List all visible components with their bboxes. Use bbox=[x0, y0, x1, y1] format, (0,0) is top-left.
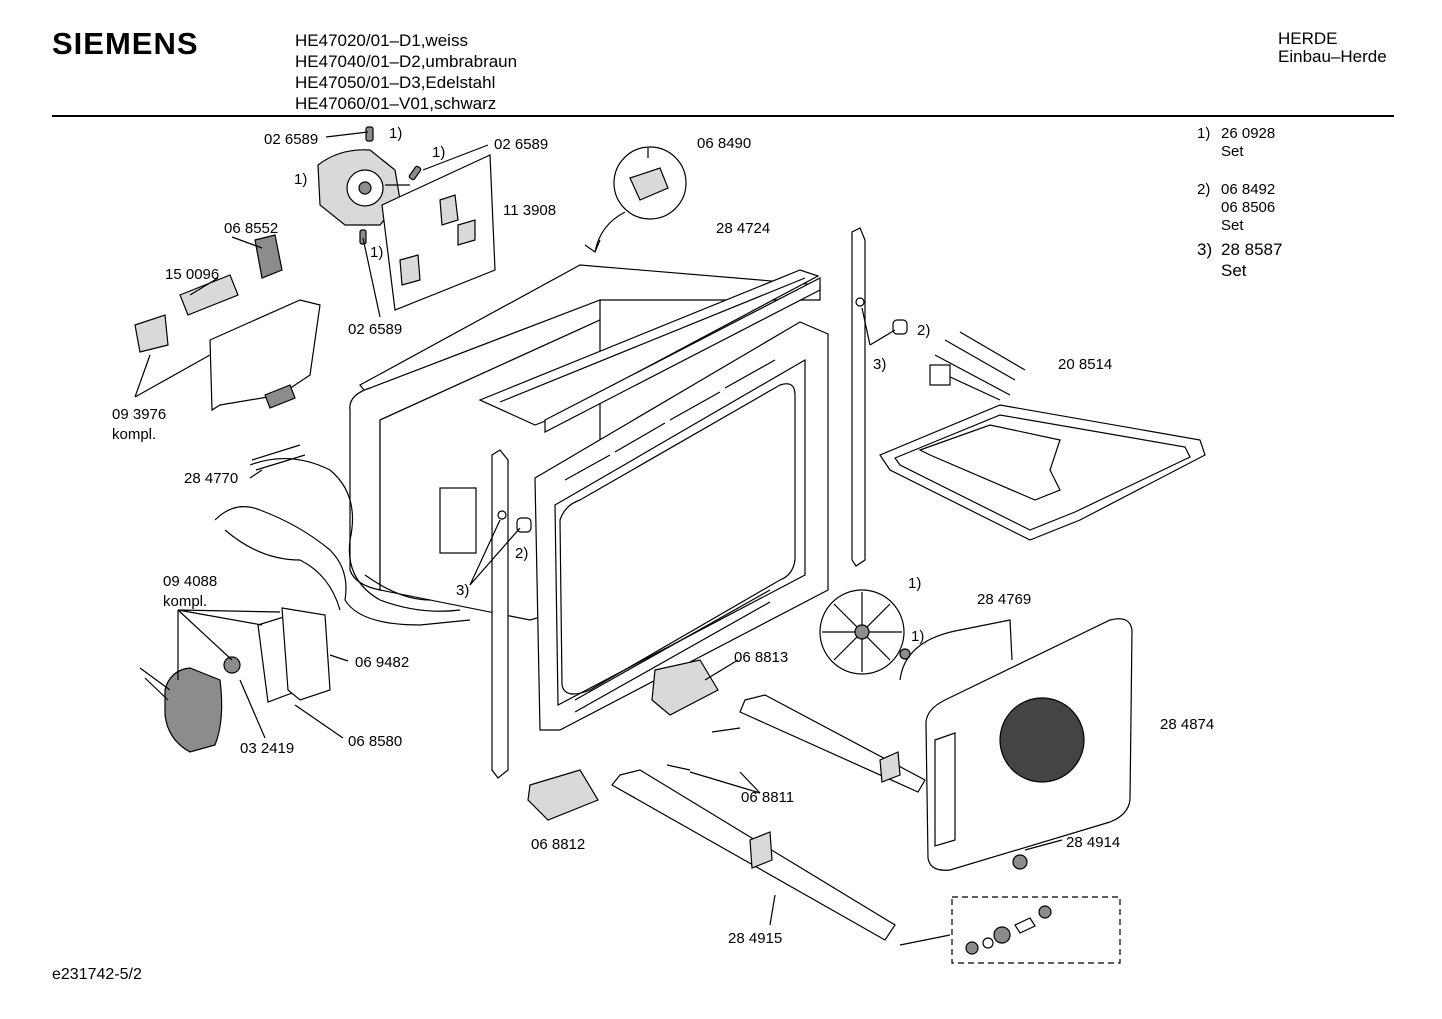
label-284915: 28 4915 bbox=[728, 930, 782, 947]
ref-1-fan-b: 1) bbox=[911, 628, 924, 645]
telescopic-rails bbox=[611, 694, 926, 941]
fan-motor bbox=[317, 126, 422, 245]
control-bracket bbox=[209, 299, 321, 412]
ref-2-right: 2) bbox=[917, 322, 930, 339]
part-labels: 02 6589 02 6589 02 6589 11 3908 06 8490 … bbox=[112, 125, 1214, 947]
grill-heating-element bbox=[879, 331, 1206, 541]
hinge-blocks bbox=[527, 659, 741, 821]
label-208514: 20 8514 bbox=[1058, 356, 1112, 373]
label-150096: 15 0096 bbox=[165, 266, 219, 283]
label-094088: 09 4088 bbox=[163, 573, 217, 590]
hardware-set bbox=[951, 854, 1121, 964]
model-list: HE47020/01–D1,weiss HE47040/01–D2,umbrab… bbox=[295, 30, 517, 114]
label-284914: 28 4914 bbox=[1066, 834, 1120, 851]
header-divider bbox=[52, 115, 1394, 117]
ref-1-motor-c: 1) bbox=[294, 171, 307, 188]
ref-1-motor-a: 1) bbox=[389, 125, 402, 142]
model-line: HE47020/01–D1,weiss bbox=[295, 31, 468, 50]
label-284769: 28 4769 bbox=[977, 591, 1031, 608]
ref-1-motor-b: 1) bbox=[432, 144, 445, 161]
label-026589-bottom: 02 6589 bbox=[348, 321, 402, 338]
category-title: HERDE bbox=[1278, 29, 1338, 48]
category-block: HERDE Einbau–Herde bbox=[1278, 30, 1387, 66]
ref-1-motor-d: 1) bbox=[370, 244, 383, 261]
rear-plate bbox=[381, 154, 496, 311]
label-284874: 28 4874 bbox=[1160, 716, 1214, 733]
fan-wheel bbox=[819, 589, 911, 675]
thermostat bbox=[584, 146, 687, 253]
top-cover bbox=[478, 269, 821, 433]
label-032419: 03 2419 bbox=[240, 740, 294, 757]
label-068811: 06 8811 bbox=[741, 789, 794, 806]
leader-lines bbox=[134, 131, 1063, 946]
label-026589-right: 02 6589 bbox=[494, 136, 548, 153]
ref-2-left: 2) bbox=[515, 545, 528, 562]
switch-parts bbox=[134, 234, 283, 353]
label-068812: 06 8812 bbox=[531, 836, 585, 853]
left-rail bbox=[491, 449, 532, 779]
model-line: HE47050/01–D3,Edelstahl bbox=[295, 73, 496, 92]
bottom-heating-element bbox=[214, 444, 471, 626]
label-094088-kompl: kompl. bbox=[163, 593, 207, 610]
fan-cover bbox=[899, 618, 1133, 871]
label-113908: 11 3908 bbox=[503, 202, 556, 219]
label-068580: 06 8580 bbox=[348, 733, 402, 750]
label-093976-kompl: kompl. bbox=[112, 426, 156, 443]
right-rail bbox=[851, 227, 908, 567]
ref-1-fan-a: 1) bbox=[908, 575, 921, 592]
label-068813: 06 8813 bbox=[734, 649, 788, 666]
model-line: HE47060/01–V01,schwarz bbox=[295, 94, 497, 113]
label-284770: 28 4770 bbox=[184, 470, 238, 487]
label-068552: 06 8552 bbox=[224, 220, 278, 237]
ref-3-right: 3) bbox=[873, 356, 886, 373]
oven-lamp bbox=[139, 607, 331, 753]
drawing-id: e231742-5/2 bbox=[52, 966, 142, 983]
label-068490: 06 8490 bbox=[697, 135, 751, 152]
label-069482: 06 9482 bbox=[355, 654, 409, 671]
front-frame bbox=[534, 321, 829, 731]
model-line: HE47040/01–D2,umbrabraun bbox=[295, 52, 518, 71]
siemens-logo: SIEMENS bbox=[52, 26, 199, 61]
label-284724: 28 4724 bbox=[716, 220, 770, 237]
category-subtitle: Einbau–Herde bbox=[1278, 47, 1387, 66]
ref-3-left: 3) bbox=[456, 582, 469, 599]
label-093976: 09 3976 bbox=[112, 406, 166, 423]
label-026589-top: 02 6589 bbox=[264, 131, 318, 148]
